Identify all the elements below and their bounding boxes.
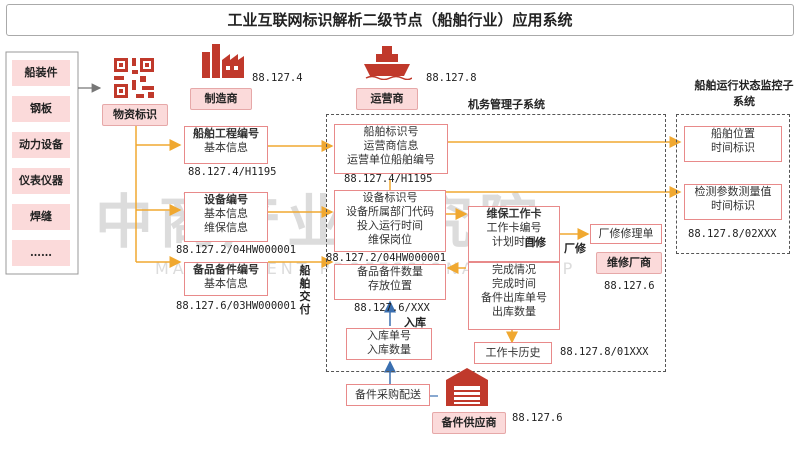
spare-qty-line1: 备品备件数量 xyxy=(357,265,423,278)
history-code: 88.127.8/01XXX xyxy=(560,346,649,358)
factory-repair-label: 厂修 xyxy=(564,242,586,255)
spare-qty-line2: 存放位置 xyxy=(368,279,412,292)
monitor-subsystem-title: 船舶运行状态监控子系统 xyxy=(694,79,794,108)
workcard-box-top: 维保工作卡 工作卡编号 计划时间 xyxy=(468,206,560,262)
operator-code: 88.127.8 xyxy=(426,72,477,84)
delivery-text: 船舶交付 xyxy=(299,264,311,316)
device-id-box: 设备标识号 设备所属部门代码 投入运行时间 维保岗位 xyxy=(334,190,446,252)
workcard-head: 维保工作卡 xyxy=(486,207,542,220)
qr-code-icon xyxy=(114,58,154,98)
ship-id-line1: 船舶标识号 xyxy=(363,125,419,138)
equip-number-line1: 基本信息 xyxy=(204,207,248,220)
param-box: 检测参数测量值 时间标识 xyxy=(684,184,782,220)
supplier-label: 备件供应商 xyxy=(432,412,506,434)
monitor-subsystem-frame xyxy=(676,114,790,254)
workcard-line3: 完成情况 xyxy=(492,263,536,276)
ship-position-line2: 时间标识 xyxy=(711,141,755,154)
delivery-label: 船舶交付 xyxy=(298,264,312,316)
self-repair-label: 自修 xyxy=(524,236,546,249)
material-item: 仪表仪器 xyxy=(12,168,70,194)
spare-number-line1: 基本信息 xyxy=(204,277,248,290)
param-line2: 时间标识 xyxy=(711,199,755,212)
inbound-label: 入库 xyxy=(404,316,426,329)
workcard-line6: 出库数量 xyxy=(492,305,536,318)
repair-vendor-label: 维修厂商 xyxy=(596,252,662,274)
material-item: 动力设备 xyxy=(12,132,70,158)
eng-number-head: 船舶工程编号 xyxy=(193,127,259,140)
equip-number-line2: 维保信息 xyxy=(204,221,248,234)
spare-number-head: 备品备件编号 xyxy=(193,263,259,276)
device-id-line4: 维保岗位 xyxy=(368,233,412,246)
workcard-line2: 计划时间 xyxy=(492,235,536,248)
device-id-line1: 设备标识号 xyxy=(362,191,418,204)
material-item: 钢板 xyxy=(12,96,70,122)
manufacturer-code: 88.127.4 xyxy=(252,72,303,84)
equip-number-code: 88.127.2/04HW000001 xyxy=(176,244,297,256)
manufacturer-label: 制造商 xyxy=(190,88,252,110)
spare-qty-box: 备品备件数量 存放位置 xyxy=(334,264,446,300)
equip-number-box: 设备编号 基本信息 维保信息 xyxy=(184,192,268,242)
ship-id-line2: 运营商信息 xyxy=(363,139,419,152)
maritime-subsystem-title: 机务管理子系统 xyxy=(468,98,545,111)
material-item: …… xyxy=(12,240,70,266)
eng-number-code: 88.127.4/H1195 xyxy=(188,166,277,178)
material-item: 焊缝 xyxy=(12,204,70,230)
factory-icon xyxy=(202,44,244,78)
repair-vendor-code: 88.127.6 xyxy=(604,280,655,292)
material-item: 船装件 xyxy=(12,60,70,86)
inbound-line2: 入库数量 xyxy=(367,343,411,356)
operator-label: 运营商 xyxy=(356,88,418,110)
history-line1: 工作卡历史 xyxy=(485,346,541,359)
factory-sheet-line1: 厂修修理单 xyxy=(598,227,654,240)
supplier-code: 88.127.6 xyxy=(512,412,563,424)
ship-id-box: 船舶标识号 运营商信息 运营单位船舶编号 xyxy=(334,124,448,174)
param-line1: 检测参数测量值 xyxy=(694,185,772,198)
spare-qty-code: 88.127.6/XXX xyxy=(354,302,430,314)
inbound-line1: 入库单号 xyxy=(367,329,411,342)
watermark-main: 中商产业研究院 xyxy=(95,188,544,256)
workcard-line1: 工作卡编号 xyxy=(486,221,542,234)
purchase-line1: 备件采购配送 xyxy=(355,388,421,401)
wuzi-label: 物资标识 xyxy=(102,104,168,126)
purchase-box: 备件采购配送 xyxy=(346,384,430,406)
workcard-line4: 完成时间 xyxy=(492,277,536,290)
ship-position-box: 船舶位置 时间标识 xyxy=(684,126,782,162)
device-id-code: 88.127.2/04HW000001 xyxy=(326,252,447,264)
eng-number-line1: 基本信息 xyxy=(204,141,248,154)
device-id-line3: 投入运行时间 xyxy=(357,219,423,232)
factory-sheet-box: 厂修修理单 xyxy=(590,224,662,244)
spare-number-code: 88.127.6/03HW000001 xyxy=(176,300,297,312)
ship-id-line3: 运营单位船舶编号 xyxy=(347,153,435,166)
eng-number-box: 船舶工程编号 基本信息 xyxy=(184,126,268,164)
history-box: 工作卡历史 xyxy=(474,342,552,364)
device-id-line2: 设备所属部门代码 xyxy=(346,205,434,218)
title-bar: 工业互联网标识解析二级节点（船舶行业）应用系统 xyxy=(6,4,794,36)
workcard-box-bottom: 完成情况 完成时间 备件出库单号 出库数量 xyxy=(468,262,560,330)
ship-id-code: 88.127.4/H1195 xyxy=(344,173,433,185)
workcard-line5: 备件出库单号 xyxy=(481,291,547,304)
param-code: 88.127.8/02XXX xyxy=(688,228,777,240)
maritime-subsystem-frame xyxy=(326,114,666,372)
equip-number-head: 设备编号 xyxy=(204,193,248,206)
inbound-box: 入库单号 入库数量 xyxy=(346,328,432,360)
warehouse-icon xyxy=(446,368,488,406)
spare-number-box: 备品备件编号 基本信息 xyxy=(184,262,268,296)
ship-icon xyxy=(364,46,412,80)
ship-position-line1: 船舶位置 xyxy=(711,127,755,140)
page-title: 工业互联网标识解析二级节点（船舶行业）应用系统 xyxy=(227,11,573,29)
